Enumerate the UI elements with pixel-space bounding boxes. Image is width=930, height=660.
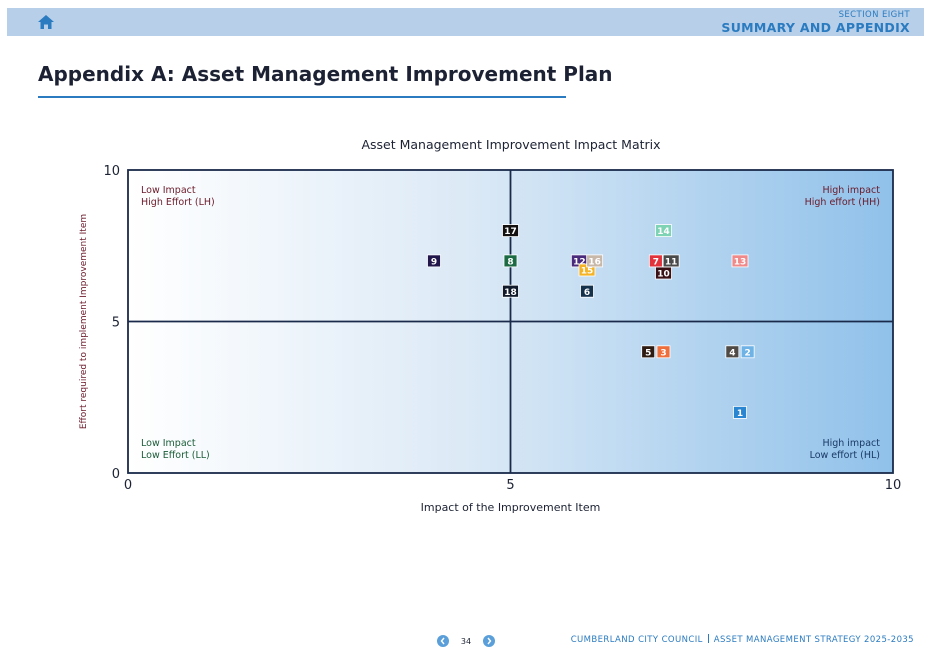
x-tick-label: 0 [124,478,132,493]
quadrant-label-hh-line1: High impact [822,185,880,196]
point-marker-1 [733,405,747,419]
point-label-5: 5 [645,348,651,358]
x-axis-label: Impact of the Improvement Item [421,501,601,514]
point-label-8: 8 [507,258,513,268]
footer-org: CUMBERLAND CITY COUNCIL [570,635,703,645]
quadrant-label-ll-line2: Low Effort (LL) [141,450,210,461]
point-label-7: 7 [653,258,659,268]
title-underline [38,96,566,98]
point-label-18: 18 [504,288,517,298]
page-navigation: 34 [437,635,495,647]
point-label-1: 1 [737,409,743,419]
y-tick-label: 0 [112,467,120,482]
point-marker-17 [502,224,519,238]
point-label-16: 16 [588,258,601,268]
point-marker-18 [502,284,519,298]
footer-text: CUMBERLAND CITY COUNCIL ASSET MANAGEMENT … [571,634,914,645]
point-label-9: 9 [431,258,437,268]
quadrant-label-lh-line2: High Effort (LH) [141,197,215,208]
point-label-12: 12 [573,258,586,268]
chart-title: Asset Management Improvement Impact Matr… [361,137,661,152]
y-axis-label: Effort required to implement Improvement… [79,214,89,429]
y-tick-label: 5 [112,316,120,331]
point-label-14: 14 [657,227,670,237]
y-tick-label: 10 [103,164,120,179]
point-marker-9 [427,254,441,268]
footer-separator [707,634,709,643]
point-marker-6 [580,284,594,298]
quadrant-label-hl-line2: Low effort (HL) [810,450,880,461]
point-marker-13 [731,254,749,268]
point-marker-16 [586,254,604,268]
point-marker-14 [655,224,672,238]
point-marker-5 [641,345,656,359]
point-label-6: 6 [584,288,590,298]
point-marker-3 [656,345,671,359]
chevron-right-icon[interactable] [483,635,495,647]
point-label-2: 2 [745,348,751,358]
section-label: SECTION EIGHT [838,10,910,20]
point-label-11: 11 [665,258,678,268]
point-marker-2 [740,345,755,359]
point-label-13: 13 [734,258,747,268]
point-label-3: 3 [660,348,666,358]
point-marker-4 [725,345,740,359]
plot-frame [127,169,894,474]
quadrant-label-ll-line1: Low Impact [141,438,196,449]
quadrant-label-hh-line2: High effort (HH) [805,197,880,208]
x-tick-label: 10 [885,478,902,493]
point-label-4: 4 [729,348,735,358]
quadrant-label-hl-line1: High impact [822,438,880,449]
x-tick-label: 5 [506,478,514,493]
quadrant-label-lh-line1: Low Impact [141,185,196,196]
chevron-left-icon[interactable] [437,635,449,647]
footer-doc: ASSET MANAGEMENT STRATEGY 2025-2035 [713,635,914,645]
point-marker-8 [503,254,518,268]
header-bar: SECTION EIGHT SUMMARY AND APPENDIX [7,8,924,36]
point-label-15: 15 [581,267,594,277]
point-label-10: 10 [657,270,670,280]
section-title: SUMMARY AND APPENDIX [721,20,910,35]
page-number: 34 [460,636,472,646]
point-marker-11 [662,254,680,268]
point-label-17: 17 [504,227,517,237]
home-icon[interactable] [37,14,55,30]
page-title: Appendix A: Asset Management Improvement… [38,62,613,86]
